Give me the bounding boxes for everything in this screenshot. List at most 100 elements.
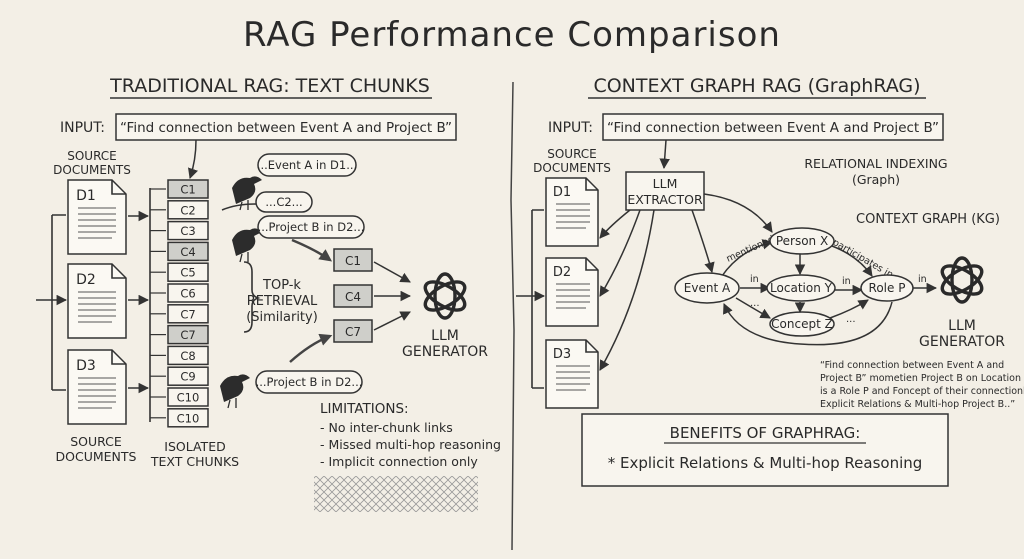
right-source-1: SOURCE	[547, 147, 597, 161]
chunk-label: C2	[180, 203, 195, 217]
edge-label-participates-in: participates in	[831, 237, 895, 281]
retrieved-chunk-c1-label: C1	[345, 254, 361, 268]
node-person-x-label: Person X	[776, 234, 828, 248]
node-person-x	[769, 227, 835, 255]
bubble-3-text: ...Project B in D2...	[258, 220, 365, 234]
answer-line-1: “Find connection between Event A and	[820, 360, 1004, 371]
right-generator-2: GENERATOR	[919, 334, 1005, 350]
bubble-4-text: ...Project B in D2...	[256, 375, 363, 389]
answer-line-4: Explicit Relations & Multi-hop Project B…	[820, 399, 1015, 410]
page-title: RAG Performance Comparison	[243, 15, 781, 55]
chunk-label: C4	[180, 245, 195, 259]
left-input-label: INPUT:	[60, 120, 105, 136]
left-doc-d1	[67, 179, 127, 255]
chunk-box	[167, 387, 209, 407]
right-doc-bracket	[531, 209, 544, 389]
node-event-a	[674, 272, 740, 304]
node-location-y-label: Location Y	[770, 281, 833, 295]
chunk-box	[167, 324, 209, 345]
llm-generator-icon	[940, 256, 984, 304]
retrieved-chunk-c4-label: C4	[345, 290, 361, 304]
edge-label-dots-2: ...	[846, 314, 856, 325]
right-generator-1: LLM	[948, 318, 976, 334]
hatch-area	[314, 476, 478, 512]
bubble-4	[255, 370, 363, 394]
bubble-1-text: ...Event A in D1...	[257, 158, 357, 172]
left-heading: TRADITIONAL RAG: TEXT CHUNKS	[109, 75, 430, 97]
chunk-box	[167, 179, 209, 199]
benefits-text: * Explicit Relations & Multi-hop Reasoni…	[608, 454, 923, 472]
edge-label-in-3: in	[918, 274, 927, 285]
chunk-label: C7	[180, 328, 195, 342]
chunk-label: C10	[177, 391, 200, 405]
bubble-1	[257, 153, 357, 177]
right-doc-d3-label: D3	[553, 347, 571, 362]
chunk-label: C9	[180, 370, 195, 384]
chunk-label: C1	[180, 183, 195, 197]
chunk-box	[167, 200, 209, 220]
edge-label-dots-1: ...	[750, 298, 760, 309]
left-doc-d2-label: D2	[76, 272, 96, 288]
node-location-y	[766, 274, 836, 302]
crow-icon	[220, 374, 250, 409]
chunk-label: C5	[180, 266, 195, 280]
chunks-caption-2: TEXT CHUNKS	[150, 454, 239, 469]
left-doc-d1-label: D1	[76, 188, 96, 204]
benefits-title: BENEFITS OF GRAPHRAG:	[670, 424, 861, 442]
retrieved-chunk-c1	[333, 248, 373, 272]
node-event-a-label: Event A	[684, 281, 731, 295]
right-input-arrow	[659, 139, 670, 170]
right-doc-d1	[545, 177, 599, 247]
answer-line-3: is a Role P and Foncept of their connect…	[820, 386, 1024, 397]
chunk-box	[167, 262, 209, 282]
chunk-label: C3	[180, 224, 195, 238]
left-doc-d3	[67, 349, 127, 425]
section-divider	[510, 81, 515, 551]
left-input-arrow	[188, 139, 198, 179]
answer-line-2: Project B” mometien Project B on Locatio…	[820, 373, 1024, 384]
right-source-2: DOCUMENTS	[533, 161, 611, 175]
edge-person-role	[831, 245, 873, 277]
left-generator-2: GENERATOR	[402, 344, 488, 360]
node-role-p	[860, 274, 914, 302]
right-doc-d3	[545, 339, 599, 409]
left-generator-1: LLM	[431, 328, 459, 344]
edge-label-in-2: in	[842, 276, 851, 287]
context-graph-label: CONTEXT GRAPH (KG)	[856, 212, 1000, 227]
right-input-query: “Find connection between Event A and Pro…	[607, 120, 939, 136]
chunk-box	[167, 304, 209, 324]
edge-label-in-1: in	[750, 274, 759, 285]
left-source-bottom-2: DOCUMENTS	[56, 449, 137, 464]
chunk-label: C8	[180, 349, 195, 363]
left-source-bottom-1: SOURCE	[70, 434, 122, 449]
benefits-box	[581, 413, 949, 487]
limitations-title: LIMITATIONS:	[320, 401, 409, 417]
node-concept-z-label: Concept Z	[771, 317, 833, 331]
chunk-box	[167, 408, 209, 428]
edge-event-person	[721, 239, 774, 277]
retrieval-line-1: TOP-k	[262, 278, 301, 293]
retrieval-line-3: (Similarity)	[246, 310, 318, 325]
llm-generator-icon	[423, 272, 467, 320]
edge-loop-back	[723, 301, 893, 346]
bubble-2-text: ...C2...	[265, 195, 302, 209]
retrieved-chunk-c4	[333, 284, 373, 308]
chunk-label: C6	[180, 287, 195, 301]
chunk-label: C10	[177, 411, 200, 425]
left-doc-d2	[67, 263, 127, 339]
limitation-1: - No inter-chunk links	[320, 420, 453, 435]
extractor-line-2: EXTRACTOR	[627, 192, 703, 207]
left-input-query: “Find connection between Event A and Pro…	[120, 120, 452, 136]
chunks-caption-1: ISOLATED	[164, 439, 225, 454]
retrieval-brace	[243, 261, 261, 333]
right-doc-d1-label: D1	[553, 185, 571, 200]
left-source-top-2: DOCUMENTS	[53, 163, 131, 177]
chunk-box	[167, 220, 209, 241]
indexing-line-1: RELATIONAL INDEXING	[804, 156, 947, 171]
left-source-top-1: SOURCE	[67, 149, 117, 163]
llm-extractor-box	[625, 171, 705, 211]
retrieved-chunk-c7-label: C7	[345, 325, 361, 339]
retrieval-line-2: RETRIEVAL	[247, 294, 318, 309]
